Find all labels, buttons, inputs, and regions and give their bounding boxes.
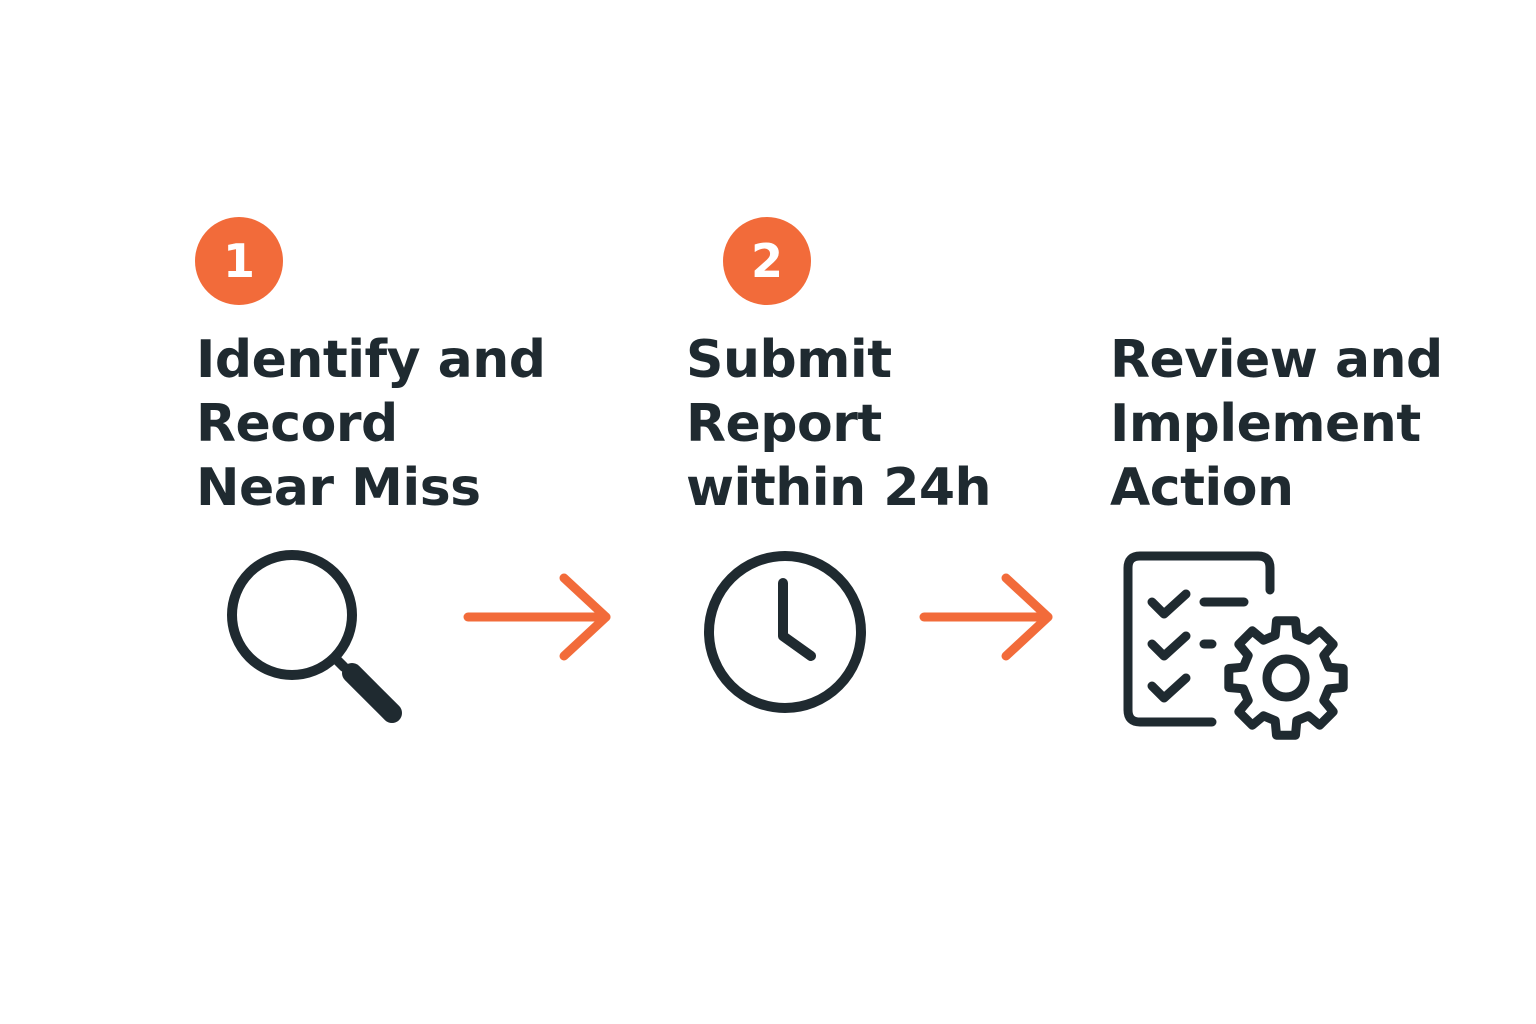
step-2-title-line-3: within 24h [686,458,992,518]
step-2-number-badge: 2 [723,217,811,305]
checklist-gear-icon [1123,551,1348,740]
magnifier-icon [227,550,402,723]
step-2-title: Submit Report within 24h [686,328,992,520]
step-1-title-line-2: Record [196,394,398,454]
checkmark-icon [1147,631,1191,661]
clock-icon [704,551,866,713]
arrow-right-icon [463,573,611,661]
step-1-title-line-3: Near Miss [196,458,481,518]
arrow-right-icon [919,573,1053,661]
checkmark-icon [1147,589,1191,619]
step-1-title-line-1: Identify and [196,330,546,390]
step-3-title: Review and Implement Action [1110,328,1443,520]
step-3-title-line-2: Implement [1110,394,1421,454]
step-1-number-badge: 1 [195,217,283,305]
step-2-title-line-2: Report [686,394,882,454]
gear-icon [1224,616,1348,740]
step-3-title-line-1: Review and [1110,330,1443,390]
checkmark-icon [1147,673,1191,703]
step-1-title: Identify and Record Near Miss [196,328,546,520]
step-2-title-line-1: Submit [686,330,892,390]
step-3-title-line-3: Action [1110,458,1294,518]
